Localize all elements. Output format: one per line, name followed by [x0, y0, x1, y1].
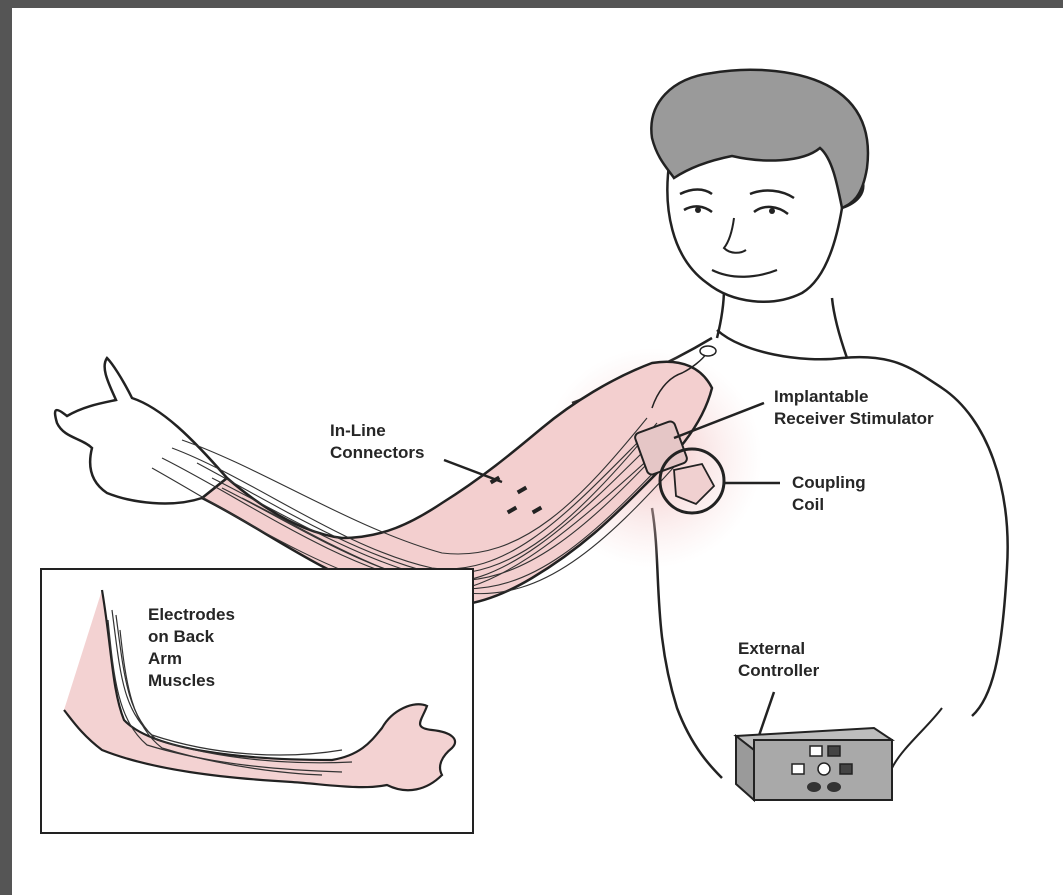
eye-right — [769, 208, 775, 214]
label-in-line-connectors: In-Line Connectors — [330, 420, 424, 464]
external-controller-device — [736, 728, 892, 800]
inset-panel-back-arm: Electrodes on Back Arm Muscles — [40, 568, 474, 834]
eye-left — [695, 207, 701, 213]
label-implantable-receiver-stimulator: Implantable Receiver Stimulator — [774, 386, 934, 430]
neck-electrode — [700, 346, 716, 356]
label-electrodes-back-arm: Electrodes on Back Arm Muscles — [148, 604, 235, 692]
face-outline — [667, 158, 863, 302]
inset-illustration — [42, 570, 472, 832]
label-coupling-coil: Coupling Coil — [792, 472, 866, 516]
hand — [55, 358, 227, 503]
diagram-canvas: In-Line Connectors Implantable Receiver … — [12, 8, 1063, 895]
abdomen-line — [892, 708, 942, 768]
label-external-controller: External Controller — [738, 638, 819, 682]
